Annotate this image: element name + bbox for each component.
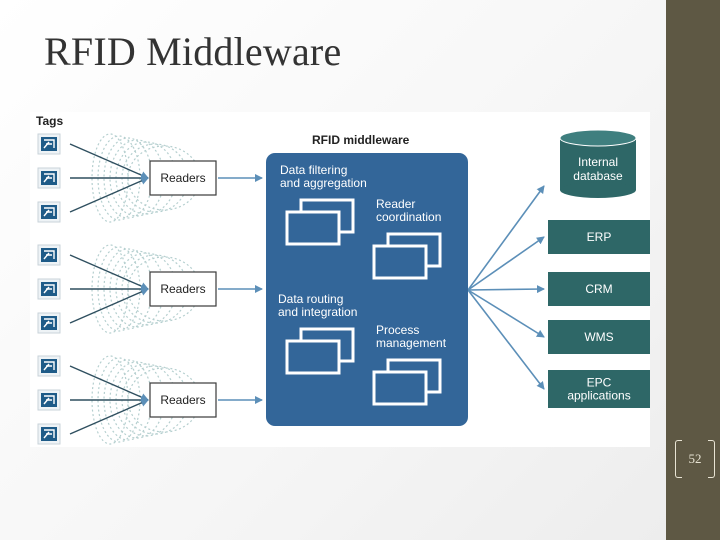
database-top [559,129,637,147]
page-bracket-right [708,440,715,478]
function-label-line: Reader [376,197,415,211]
rfid-tag-icon [37,244,61,266]
window-icon [372,358,442,406]
page-bracket-left [675,440,682,478]
middleware-to-system-arrow [467,285,545,294]
tags-label: Tags [36,114,63,128]
rfid-tag-icon [37,423,61,445]
tag-to-reader-arrow [69,254,149,290]
page-number: 52 [675,440,715,480]
function-label-line: management [376,336,447,350]
system-label-line: WMS [584,330,613,344]
database-label-line: Internal [578,155,618,169]
rfid-tag-icon [37,278,61,300]
system-label-line: applications [567,389,630,403]
system-label-line: EPC [587,376,612,390]
tag-to-reader-arrow [69,143,149,179]
system-box: ERP [548,220,650,254]
arrows-layer [69,143,545,435]
reader-box: Readers [149,271,217,307]
function-label-line: coordination [376,210,441,224]
page-number-text: 52 [688,451,702,466]
tag-to-reader-arrow [69,365,149,401]
function-label-line: and aggregation [280,176,367,190]
reader-box: Readers [149,382,217,418]
tag-to-reader-arrow [69,177,149,213]
middleware-to-system-arrow [467,289,545,390]
database-bottom [560,182,636,198]
middleware-title: RFID middleware [312,133,410,147]
function-label-line: and integration [278,305,357,319]
slide-title: RFID Middleware [44,29,342,74]
system-label: ERP [587,230,612,244]
rfid-tag-icon [37,201,61,223]
function-label-line: Process [376,323,419,337]
window-icon [285,198,355,246]
rfid-tag-icon [37,355,61,377]
system-box: CRM [548,272,650,306]
function-label-line: Data filtering [280,163,347,177]
reader-label: Readers [160,282,205,296]
rfid-tag-icon [37,167,61,189]
reader-box: Readers [149,160,217,196]
rfid-tag-icon [37,312,61,334]
middleware-to-system-arrow [467,185,545,291]
middleware-to-system-arrow [467,289,545,338]
system-label-line: ERP [587,230,612,244]
system-label: WMS [584,330,613,344]
tag-to-reader-arrow [69,399,149,435]
tags-layer [37,133,61,445]
function-label-line: Data routing [278,292,343,306]
window-icon [285,327,355,375]
rfid-tag-icon [37,133,61,155]
system-label: CRM [585,282,612,296]
system-box: WMS [548,320,650,354]
tag-to-reader-arrow [69,288,149,324]
system-label-line: CRM [585,282,612,296]
reader-label: Readers [160,393,205,407]
reader-label: Readers [160,171,205,185]
window-icon [372,232,442,280]
database-body [560,138,636,190]
database-label-line: database [573,169,623,183]
middleware-to-system-arrow [467,236,545,291]
rfid-tag-icon [37,389,61,411]
